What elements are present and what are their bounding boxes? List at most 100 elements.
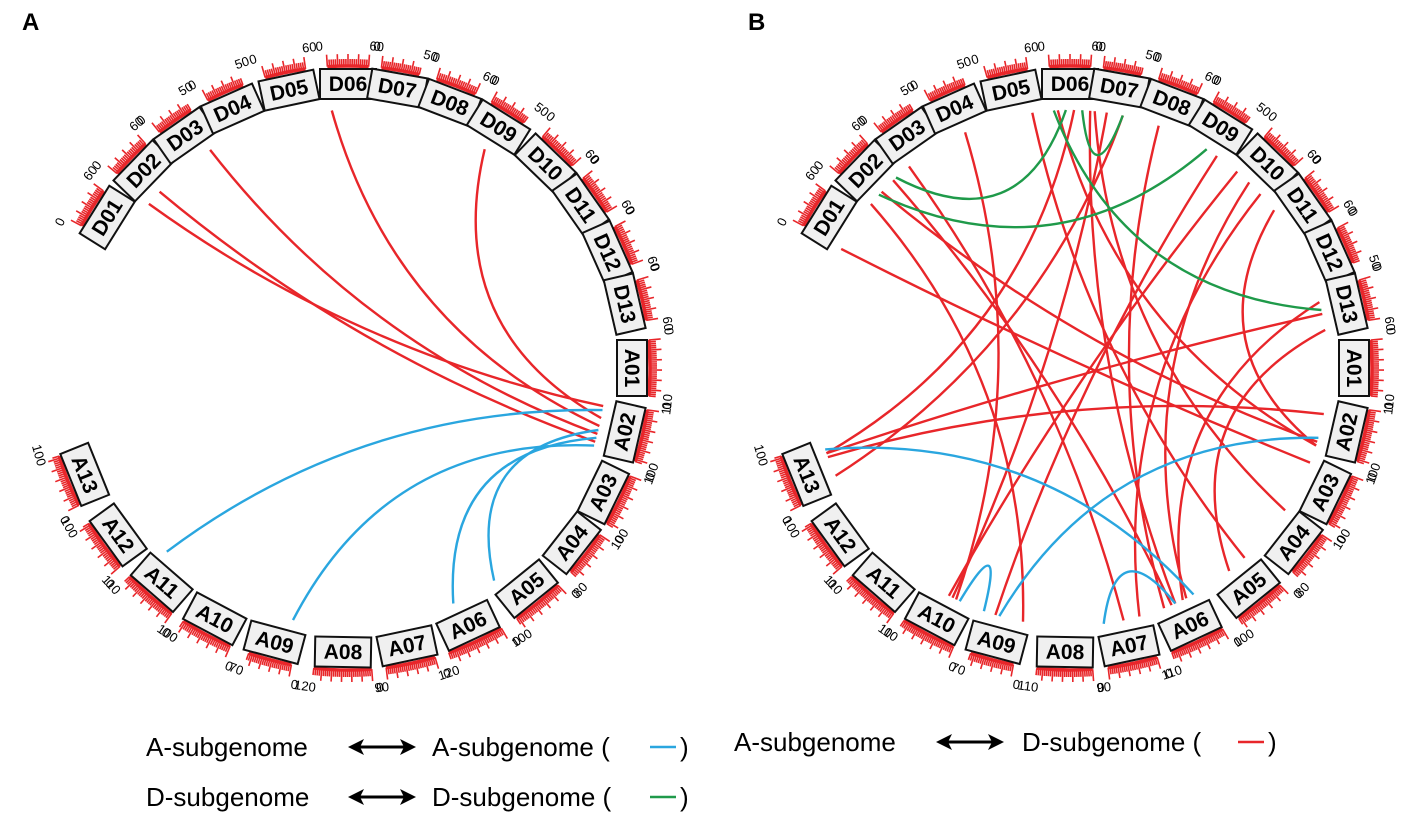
scale-tick — [303, 57, 307, 70]
legend-close-paren: ) — [680, 732, 689, 762]
scale-tick — [139, 594, 149, 605]
scale-tick — [993, 63, 998, 76]
scale-tick — [617, 503, 629, 511]
scale-tick — [1221, 96, 1230, 108]
scale-tick — [1328, 522, 1336, 528]
scale-tick — [445, 70, 452, 83]
scale-tick — [516, 618, 522, 625]
scale-end-label: 50 — [176, 79, 196, 99]
scale-end-label: 50 — [1144, 47, 1162, 65]
label-frame — [602, 272, 647, 336]
chromosome-name: D06 — [1051, 73, 1090, 96]
scale-tick — [164, 612, 173, 624]
synteny-link-aa — [451, 436, 597, 604]
scale-tick — [923, 89, 931, 101]
scale-tick — [400, 58, 405, 71]
scale-tick — [1089, 54, 1093, 67]
scale-tick — [639, 286, 652, 291]
scale-tick — [516, 107, 525, 119]
scale-baseline — [448, 626, 503, 655]
scale-tick — [557, 141, 567, 152]
scale-tick — [1334, 512, 1346, 520]
synteny-link-ad — [834, 115, 1124, 477]
scale-tick — [1279, 584, 1289, 595]
label-frame — [1324, 272, 1369, 336]
scale-tick — [969, 654, 976, 667]
scale-tick — [70, 219, 82, 227]
scale-baseline — [802, 189, 827, 227]
scale-baseline — [633, 409, 649, 463]
scale-tick — [1212, 91, 1220, 103]
scale-tick — [124, 580, 135, 590]
chromosome-label-box: D13 — [1324, 272, 1369, 336]
scale-tick — [580, 558, 592, 568]
scale-end-label: 60 — [644, 254, 663, 273]
scale-tick — [983, 65, 988, 78]
scale-tick — [1081, 669, 1085, 682]
label-frame — [616, 339, 648, 397]
scale-tick — [877, 606, 887, 618]
scale-tick — [517, 616, 526, 628]
scale-tick — [121, 149, 132, 159]
chromosome-label-box: A02 — [602, 400, 647, 464]
scale-baseline — [1263, 135, 1296, 167]
scale-baseline — [490, 100, 525, 124]
label-frame — [88, 502, 149, 568]
scale-tick — [75, 210, 87, 218]
scale-tick — [483, 637, 490, 649]
scale-baseline — [635, 279, 648, 321]
label-frame — [78, 184, 137, 251]
scale-tick — [103, 557, 115, 567]
scale-tick — [1263, 127, 1273, 138]
scale-tick — [797, 210, 809, 218]
scale-baseline — [1171, 627, 1224, 654]
scale-tick — [557, 584, 567, 595]
scale-tick — [424, 659, 430, 672]
scale-tick — [607, 521, 619, 529]
scale-end-label: 60 — [802, 163, 823, 184]
synteny-link-ad — [892, 179, 1173, 606]
scale-tick — [646, 317, 659, 322]
scale-end-label: 50 — [531, 99, 552, 120]
label-frame — [576, 459, 631, 526]
scale-tick — [267, 660, 273, 673]
scale-tick — [621, 494, 634, 501]
scale-tick — [1204, 637, 1211, 650]
scale-end-label: 60 — [660, 315, 677, 331]
chromosome-label-box: A07 — [1097, 624, 1161, 668]
panel-letter: A — [22, 9, 39, 36]
scale-tick — [474, 82, 482, 95]
synteny-link-ad — [1177, 301, 1321, 601]
scale-tick — [491, 632, 500, 645]
scale-tick — [542, 598, 552, 609]
scale-tick — [627, 249, 640, 256]
scale-baseline — [850, 575, 895, 615]
scale-tick — [247, 654, 254, 667]
scale-tick — [278, 662, 283, 675]
scale-tick — [93, 183, 104, 192]
scale-tick — [641, 439, 654, 444]
scale-tick — [151, 122, 161, 133]
scale-baseline — [1368, 339, 1374, 397]
scale-tick — [642, 296, 655, 301]
scale-tick — [81, 200, 93, 209]
scale-tick — [1357, 458, 1370, 464]
scale-start-label: 0 — [1381, 401, 1397, 410]
chromosome-label-box: A09 — [964, 619, 1029, 666]
scale-tick — [574, 566, 585, 576]
scale-baseline — [779, 455, 803, 507]
scale-tick — [636, 275, 649, 281]
scale-start-label: 0 — [1364, 471, 1381, 483]
scale-tick — [292, 58, 297, 71]
scale-tick — [1040, 668, 1044, 681]
legend-left-label: A-subgenome — [734, 727, 896, 757]
scale-tick — [649, 348, 662, 351]
double-headed-arrow-icon — [936, 734, 1004, 750]
